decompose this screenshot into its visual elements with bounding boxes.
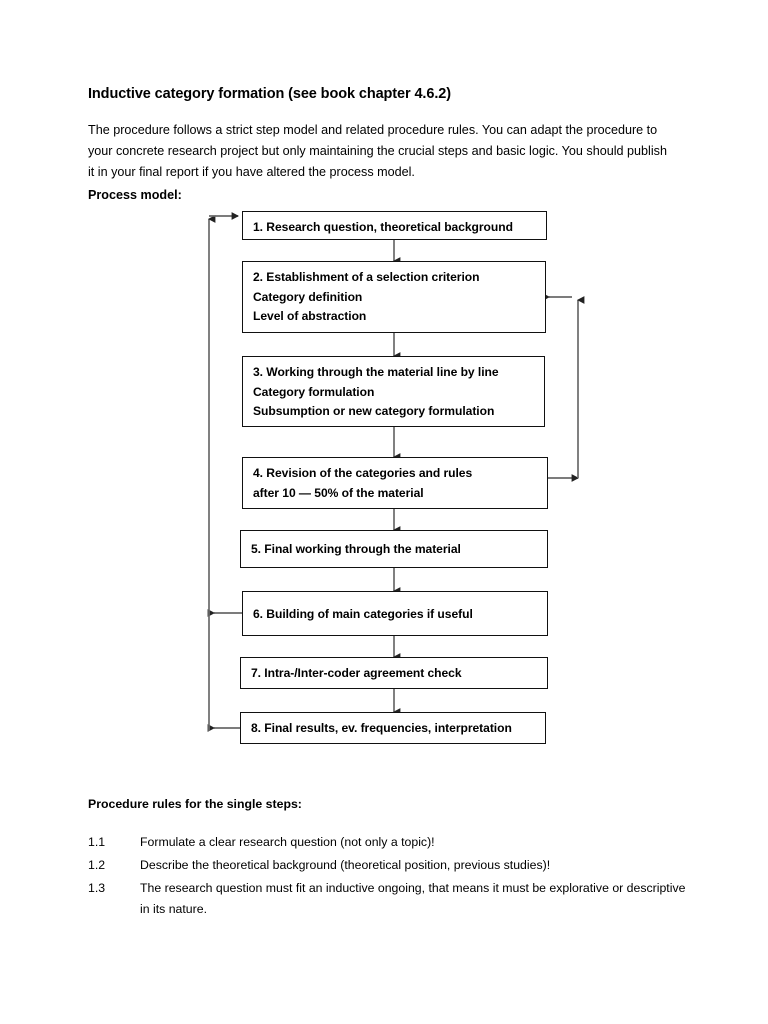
flowchart-box-step-3-line-3: Subsumption or new category formulation bbox=[253, 404, 495, 418]
flowchart-box-step-6-line-1: 6. Building of main categories if useful bbox=[253, 607, 473, 621]
flowchart-box-step-6: 6. Building of main categories if useful bbox=[242, 591, 548, 636]
flowchart-box-step-2: 2. Establishment of a selection criterio… bbox=[242, 261, 546, 333]
procedure-rules-list: 1.1 Formulate a clear research question … bbox=[88, 832, 688, 922]
rule-text: The research question must fit an induct… bbox=[140, 881, 686, 916]
list-item: 1.3 The research question must fit an in… bbox=[88, 878, 688, 920]
flowchart-box-step-7: 7. Intra-/Inter-coder agreement check bbox=[240, 657, 548, 689]
flowchart-box-step-7-line-1: 7. Intra-/Inter-coder agreement check bbox=[251, 666, 462, 680]
flowchart-box-step-8: 8. Final results, ev. frequencies, inter… bbox=[240, 712, 546, 744]
list-item: 1.1 Formulate a clear research question … bbox=[88, 832, 688, 853]
flowchart-box-step-2-line-2: Category definition bbox=[253, 289, 363, 304]
flowchart-box-step-1: 1. Research question, theoretical backgr… bbox=[242, 211, 547, 240]
flowchart-box-step-5: 5. Final working through the material bbox=[240, 530, 548, 568]
rule-number: 1.3 bbox=[88, 881, 106, 895]
rule-number: 1.2 bbox=[88, 858, 106, 872]
flowchart-box-step-4-line-1: 4. Revision of the categories and rules bbox=[253, 466, 473, 480]
list-item: 1.2 Describe the theoretical background … bbox=[88, 855, 688, 876]
rules-heading: Procedure rules for the single steps: bbox=[88, 797, 302, 811]
flowchart-box-step-3-line-2: Category formulation bbox=[253, 384, 375, 399]
flowchart-box-step-5-line-1: 5. Final working through the material bbox=[251, 542, 461, 556]
flowchart-box-step-1-line-1: 1. Research question, theoretical backgr… bbox=[253, 220, 513, 234]
rule-text: Describe the theoretical background (the… bbox=[140, 858, 551, 872]
flowchart-box-step-2-line-3: Level of abstraction bbox=[253, 309, 367, 323]
flowchart-box-step-4-line-2: after 10 — 50% of the material bbox=[253, 485, 424, 500]
flowchart-box-step-8-line-1: 8. Final results, ev. frequencies, inter… bbox=[251, 721, 512, 735]
flowchart-box-step-3-line-1: 3. Working through the material line by … bbox=[253, 365, 499, 379]
page-title: Inductive category formation (see book c… bbox=[88, 86, 451, 102]
process-model-label: Process model: bbox=[88, 188, 182, 202]
intro-paragraph: The procedure follows a strict step mode… bbox=[88, 123, 667, 179]
flowchart-box-step-3: 3. Working through the material line by … bbox=[242, 356, 545, 427]
flowchart-box-step-4: 4. Revision of the categories and rules … bbox=[242, 457, 548, 509]
rule-text: Formulate a clear research question (not… bbox=[140, 835, 435, 849]
rule-number: 1.1 bbox=[88, 835, 106, 849]
flowchart-box-step-2-line-1: 2. Establishment of a selection criterio… bbox=[253, 270, 480, 284]
